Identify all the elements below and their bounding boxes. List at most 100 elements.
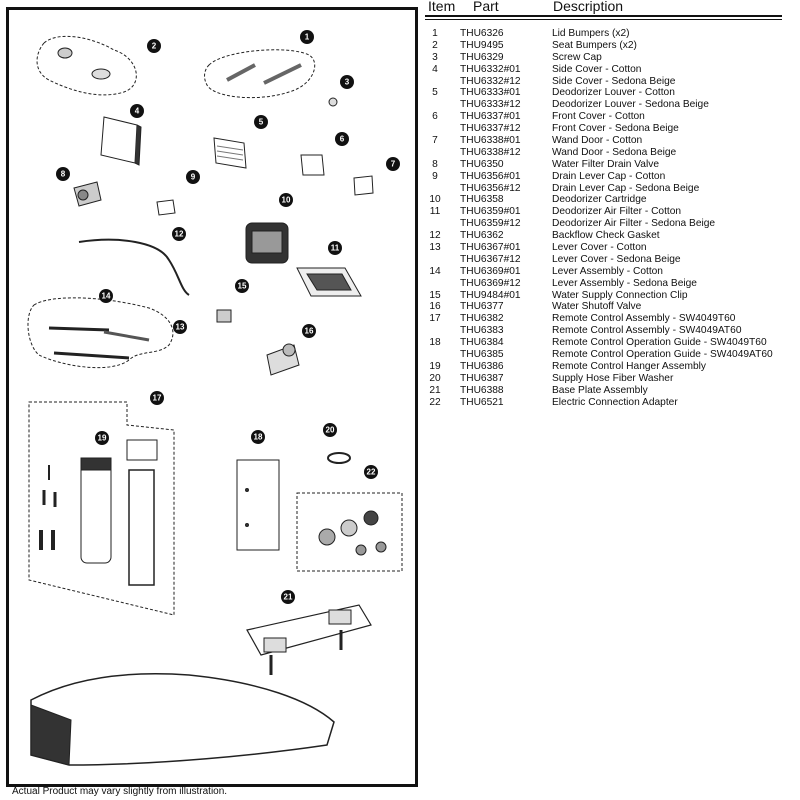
connection-clip [216, 309, 232, 323]
callout-4: 4 [130, 104, 144, 118]
item-cell: 1 [432, 28, 438, 39]
drain-lever-cap [156, 199, 176, 216]
svg-text:19: 19 [98, 434, 107, 443]
svg-text:2: 2 [152, 42, 157, 51]
description-cell: Wand Door - Sedona Beige [552, 146, 677, 158]
description-cell: Lever Cover - Sedona Beige [552, 253, 681, 265]
item-cell: 15 [429, 289, 441, 301]
side-cover [100, 116, 138, 164]
header-description: Description [553, 0, 624, 14]
lid-bumper-b [263, 63, 302, 85]
fiber-washer [327, 452, 351, 464]
item-cell: 10 [429, 194, 441, 206]
svg-text:4: 4 [135, 107, 140, 116]
adapter-outline [296, 492, 403, 572]
description-cell: Deodorizer Air Filter - Cotton [552, 206, 682, 218]
description-cell: Supply Hose Fiber Washer [552, 372, 674, 384]
header-rule-thick [425, 15, 782, 17]
item-cell: 17 [429, 313, 441, 325]
description-cell: Remote Control Hanger Assembly [552, 360, 707, 372]
item-cell: 13 [429, 242, 441, 254]
wand-door [353, 175, 374, 196]
part-cell: THU6333#01 [460, 87, 521, 99]
svg-text:18: 18 [254, 433, 263, 442]
part-cell: THU6377 [460, 301, 504, 313]
seat-bumpers-outline [36, 35, 137, 96]
svg-text:16: 16 [305, 327, 314, 336]
callout-16: 16 [302, 324, 316, 338]
item-cell: 9 [432, 170, 438, 182]
part-cell: THU6386 [460, 360, 504, 372]
part-cell: THU6356#12 [460, 182, 521, 194]
part-cell: THU6337#12 [460, 123, 521, 135]
callout-5: 5 [254, 115, 268, 129]
callout-12: 12 [172, 227, 186, 241]
description-cell: Deodorizer Louver - Sedona Beige [552, 99, 709, 111]
item-cell: 18 [429, 337, 441, 349]
callout-3: 3 [340, 75, 354, 89]
table-row: 16 THU6377 Water Shutoff Valve [425, 301, 795, 313]
svg-text:3: 3 [345, 78, 350, 87]
part-cell: THU6326 [460, 28, 504, 39]
item-cell: 6 [432, 111, 438, 123]
svg-text:6: 6 [340, 135, 345, 144]
item-cell: 2 [432, 39, 438, 51]
part-cell: THU6362 [460, 230, 504, 242]
description-cell: Lever Cover - Cotton [552, 242, 647, 254]
part-cell: THU6338#12 [460, 146, 521, 158]
callout-2: 2 [147, 39, 161, 53]
svg-text:8: 8 [61, 170, 66, 179]
item-cell: 3 [432, 51, 438, 63]
table-row: THU6338#12 Wand Door - Sedona Beige [425, 147, 795, 159]
svg-text:5: 5 [259, 118, 264, 127]
svg-text:12: 12 [175, 230, 184, 239]
item-cell: 22 [429, 396, 441, 408]
item-cell: 4 [432, 63, 438, 75]
part-cell: THU6382 [460, 313, 504, 325]
description-cell: Deodorizer Air Filter - Sedona Beige [552, 218, 716, 230]
lid-bumpers-outline [204, 49, 316, 99]
svg-text:20: 20 [326, 426, 335, 435]
item-cell: 19 [429, 360, 441, 372]
description-cell: Remote Control Operation Guide - SW4049A… [552, 349, 773, 361]
part-cell: THU6358 [460, 194, 504, 206]
description-cell: Water Shutoff Valve [552, 301, 642, 313]
item-cell: 16 [429, 301, 441, 313]
part-cell: THU9495 [460, 39, 504, 51]
item-cell: 7 [432, 135, 438, 147]
front-cover [300, 154, 325, 176]
item-cell: 5 [432, 87, 438, 99]
callout-22: 22 [364, 465, 378, 479]
callout-14: 14 [99, 289, 113, 303]
description-cell: Water Supply Connection Clip [552, 289, 688, 301]
item-cell: 21 [429, 384, 441, 396]
description-cell: Side Cover - Cotton [552, 63, 642, 75]
remote-hanger-top [126, 439, 158, 461]
description-cell: Seat Bumpers (x2) [552, 39, 637, 51]
description-cell: Front Cover - Sedona Beige [552, 123, 679, 135]
callout-9: 9 [186, 170, 200, 184]
lid-bumper-a [226, 63, 256, 82]
toilet-seat [30, 672, 335, 766]
part-cell: THU6388 [460, 384, 504, 396]
description-cell: Remote Control Assembly - SW4049T60 [552, 313, 736, 325]
screw-cap [328, 97, 338, 107]
callout-7: 7 [386, 157, 400, 171]
